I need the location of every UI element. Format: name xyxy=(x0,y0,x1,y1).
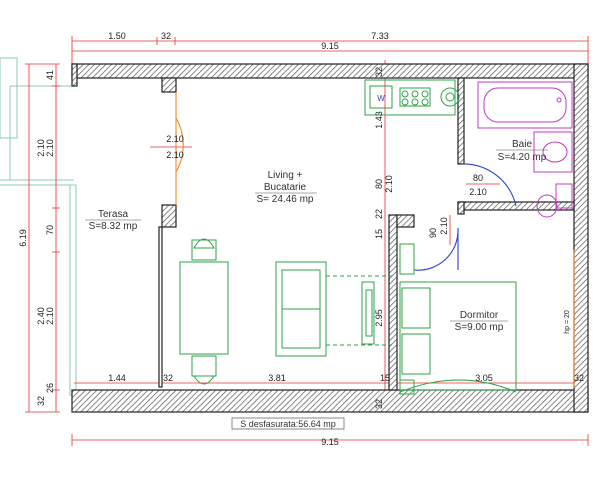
bed xyxy=(399,281,517,391)
doors xyxy=(175,92,575,388)
dim-top-total: 9.15 xyxy=(321,41,339,51)
tv-unit xyxy=(361,281,375,345)
terrace xyxy=(0,57,77,396)
dim-vert-4: 22 xyxy=(374,209,384,219)
room-labels: Terasa S=8.32 mp Living + Bucatarie S= 2… xyxy=(85,139,548,333)
dim-left-4: 2.40 xyxy=(36,307,46,325)
dim-hp: hp = 20 xyxy=(564,310,571,334)
dim-row-3: 3.81 xyxy=(268,373,286,383)
bathtub xyxy=(477,81,573,129)
toilet xyxy=(555,183,573,209)
dim-row-5: 3.05 xyxy=(475,373,493,383)
dim-wall-top-right: 32 xyxy=(374,67,384,77)
dimension-lines xyxy=(25,36,589,446)
washer-label: W xyxy=(377,94,385,103)
terrace-area: S=8.32 mp xyxy=(89,221,138,232)
dim-vert-8: 2.95 xyxy=(374,309,384,327)
dim-left-5: 32 xyxy=(36,396,46,406)
living-name-2: Bucatarie xyxy=(264,182,307,193)
sanitary xyxy=(477,81,573,218)
kitchen-counter xyxy=(364,79,456,116)
door-bath-w: 80 xyxy=(473,173,483,183)
dim-left-2b: 2.10 xyxy=(45,139,55,157)
living-area: S= 24.46 mp xyxy=(257,194,314,205)
living-name-1: Living + xyxy=(268,170,303,181)
dim-row-1: 1.44 xyxy=(108,373,126,383)
bath-name: Baie xyxy=(512,139,532,150)
sofa xyxy=(275,261,327,357)
door-bath-h: 2.10 xyxy=(469,187,487,197)
dim-row-6: 32 xyxy=(574,373,584,383)
bath-area: S=4.20 mp xyxy=(498,152,547,163)
door-living-h: 2.10 xyxy=(166,150,184,160)
dim-row-2: 32 xyxy=(163,373,173,383)
footer-area: S desfasurata:56.64 mp xyxy=(231,417,345,430)
dining-table xyxy=(179,261,229,355)
bedroom-name: Dormitor xyxy=(460,310,499,321)
dim-vert-3: 2.10 xyxy=(384,175,394,193)
dim-left-6: 26 xyxy=(45,383,55,393)
dim-left-total: 6.19 xyxy=(18,229,28,247)
dim-vert-2: 80 xyxy=(374,179,384,189)
dim-vert-5: 15 xyxy=(374,229,384,239)
dim-left-1: 41 xyxy=(45,70,55,80)
dim-top-2: 32 xyxy=(161,31,171,41)
bedroom-area: S=9.00 mp xyxy=(455,322,504,333)
sink xyxy=(533,131,573,173)
dim-left-4b: 2.10 xyxy=(45,307,55,325)
dim-top-1: 1.50 xyxy=(108,31,126,41)
furniture xyxy=(179,79,517,395)
dim-vert-1: 1.43 xyxy=(374,111,384,129)
total-area: S desfasurata:56.64 mp xyxy=(240,419,336,429)
dim-vert-7: 2.10 xyxy=(439,217,449,235)
dim-wall-bottom-mid: 32 xyxy=(374,399,384,409)
dim-row-4: 15 xyxy=(380,373,390,383)
dim-left-2: 2.10 xyxy=(36,139,46,157)
dimension-labels: 1.50 32 7.33 9.15 9.15 6.19 41 2.10 2.10… xyxy=(18,31,584,447)
door-living-w: 2.10 xyxy=(166,134,184,144)
dim-bottom-total: 9.15 xyxy=(321,437,339,447)
dim-vert-6: 90 xyxy=(428,228,438,238)
walls xyxy=(71,63,589,413)
terrace-name: Terasa xyxy=(98,209,128,220)
dim-top-3: 7.33 xyxy=(371,31,389,41)
dim-left-3: 70 xyxy=(45,225,55,235)
